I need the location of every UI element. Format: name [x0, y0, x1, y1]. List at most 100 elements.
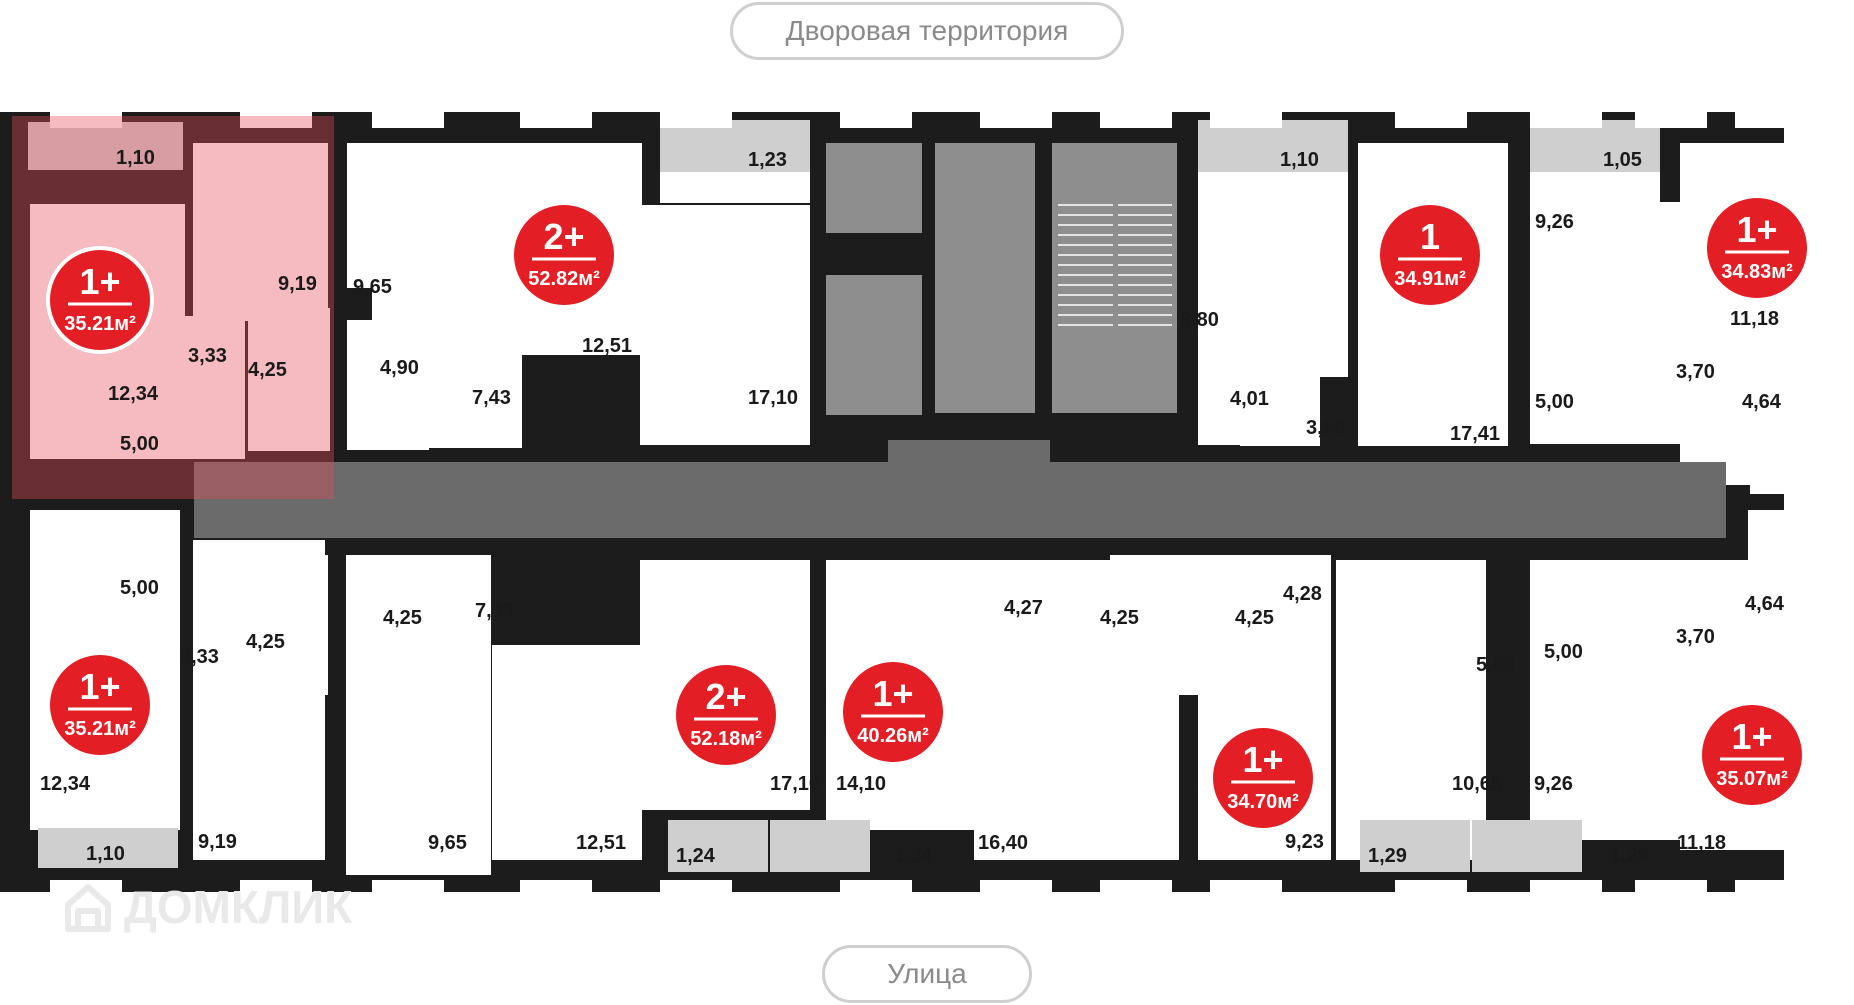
elevator-shaft — [826, 275, 922, 415]
room-area-label: 9,65 — [353, 276, 392, 298]
apartment-area: 34.83м² — [1721, 261, 1793, 283]
apartment-area: 34.91м² — [1394, 268, 1466, 290]
room-area-label: 4,64 — [1745, 593, 1785, 615]
window — [1210, 112, 1282, 128]
apartment-area: 34.70м² — [1227, 791, 1299, 813]
room-area-label: 12,51 — [582, 335, 632, 357]
badge-circle — [1702, 705, 1802, 805]
balcony — [1198, 120, 1348, 172]
room — [640, 205, 810, 445]
room-area-label: 4,01 — [1230, 388, 1269, 410]
apartment-badge: 1+35.07м² — [1698, 701, 1806, 809]
room-area-label: 11,18 — [1677, 832, 1726, 854]
room-area-label: 4,28 — [1283, 583, 1322, 605]
window — [50, 112, 122, 128]
room — [163, 316, 245, 459]
street-label-text: Улица — [887, 958, 967, 989]
room-area-labels: 1,10 9,19 3,33 4,25 12,34 5,00 9,65 4,90 7,43 12,… — [40, 147, 1785, 867]
room — [492, 645, 642, 860]
apartment-badge: 1+ 34.83м² — [1703, 194, 1811, 302]
room-area-label: 17,10 — [770, 773, 820, 795]
room-area-label: 3,33 — [188, 345, 227, 367]
stairs — [1058, 204, 1172, 326]
room-area-label: 3,70 — [1676, 626, 1715, 648]
window — [1735, 112, 1807, 128]
badge-circle — [676, 665, 776, 765]
apartment-type: 1 — [1420, 216, 1440, 257]
room-area-label: 9,65 — [428, 832, 467, 854]
badge-circle — [50, 250, 150, 350]
house-icon — [65, 884, 111, 932]
room-area-label: 9,26 — [1535, 211, 1574, 233]
room — [1198, 555, 1331, 695]
badge-circle — [1380, 205, 1480, 305]
room-area-label: 5,00 — [1535, 391, 1574, 413]
badge-circle — [514, 205, 614, 305]
window — [1635, 880, 1707, 896]
street-label: Улица — [822, 945, 1032, 1003]
stair-core — [1052, 143, 1177, 413]
window — [1395, 112, 1467, 128]
room-area-label: 5,00 — [1476, 654, 1515, 676]
room-area-label: 7,43 — [475, 600, 514, 622]
room-area-label: 3,70 — [1676, 361, 1715, 383]
balcony — [1360, 820, 1470, 872]
room-area-label: 5,00 — [1544, 641, 1583, 663]
room-area-label: 14,10 — [836, 773, 886, 795]
window — [372, 880, 444, 896]
room-area-label: 11,18 — [1730, 308, 1779, 330]
balcony — [1530, 120, 1660, 172]
apartment-area: 35.07м² — [1716, 768, 1788, 790]
room-area-label: 7,43 — [472, 387, 511, 409]
room-area-label: 1,23 — [748, 149, 787, 171]
apartment-type: 2+ — [705, 676, 746, 717]
room-area-label: 10,65 — [1452, 773, 1502, 795]
room-area-label: 4,25 — [246, 631, 285, 653]
room-area-label: 9,23 — [1285, 831, 1324, 853]
room-area-label: 17,41 — [1450, 423, 1500, 445]
room-area-label: 1,24 — [676, 845, 716, 867]
room-area-label: 9,26 — [1534, 773, 1573, 795]
room — [248, 308, 330, 451]
window — [1735, 880, 1807, 896]
window — [520, 112, 592, 128]
apartment-type: 1+ — [79, 261, 120, 302]
apartment-type: 1+ — [79, 666, 120, 707]
room-area-label: 16,40 — [978, 832, 1028, 854]
window — [1100, 112, 1172, 128]
window — [372, 112, 444, 128]
window — [840, 880, 912, 896]
window — [840, 112, 912, 128]
watermark: ДОМКЛИК — [62, 880, 352, 934]
room-area-label: 4,64 — [1742, 391, 1782, 413]
room-area-label: 1,29 — [1368, 845, 1407, 867]
room-area-label: 17,10 — [748, 387, 798, 409]
room — [1530, 560, 1690, 840]
apartment-type: 1+ — [1736, 209, 1777, 250]
room-area-label: 8,80 — [1180, 309, 1219, 331]
room-area-label: 12,51 — [576, 832, 626, 854]
room — [1530, 202, 1690, 444]
room — [1336, 560, 1486, 860]
window — [1395, 880, 1467, 896]
room-area-label: 4,25 — [1100, 607, 1139, 629]
apartment-area: 35.21м² — [64, 313, 136, 335]
room-area-label: 12,34 — [108, 383, 159, 405]
room-area-label: 9,19 — [278, 273, 317, 295]
window — [520, 880, 592, 896]
badge-circle — [843, 662, 943, 762]
core-lobby — [935, 143, 1035, 413]
apartment-badge: 2+52.18м² — [672, 661, 780, 769]
room-area-label: 4,90 — [380, 357, 419, 379]
room-area-label: 1,10 — [116, 147, 155, 169]
room-area-label: 1,29 — [1610, 845, 1649, 867]
room-area-label: 1,10 — [1280, 149, 1319, 171]
elevator-shaft — [826, 143, 922, 233]
window — [1210, 880, 1282, 896]
apartment-badge: 1+ 35.21м² — [46, 246, 154, 354]
balcony — [770, 820, 870, 872]
apartment-area: 52.82м² — [528, 268, 600, 290]
room — [640, 420, 810, 445]
window — [1530, 112, 1602, 128]
